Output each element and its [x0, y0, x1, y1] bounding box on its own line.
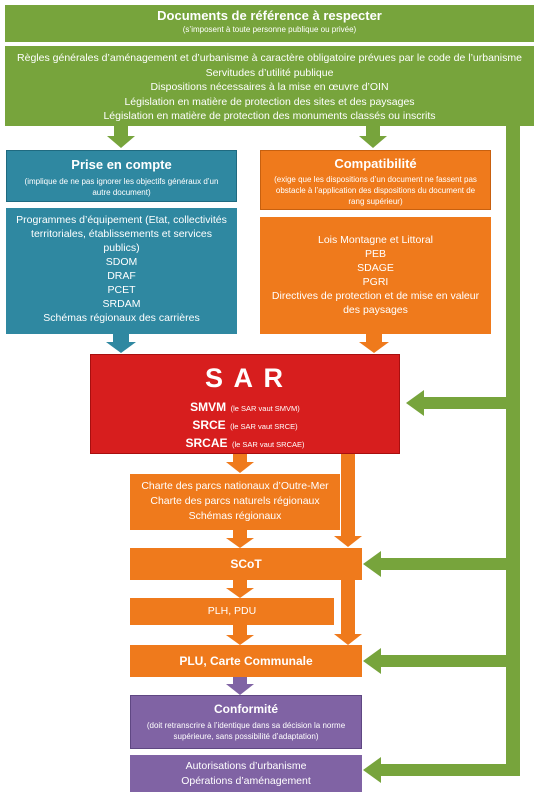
autorisation-item: Opérations d’aménagement — [181, 774, 311, 787]
purple-arrow — [226, 684, 254, 695]
prise-item: DRAF — [107, 270, 136, 282]
charter-item: Charte des parcs nationaux d’Outre-Mer — [141, 480, 329, 492]
sar-line-srcae: SRCAE (le SAR vaut SRCAE) — [91, 435, 399, 453]
blue-arrow — [106, 342, 136, 353]
sar-line-note: (le SAR vaut SRCE) — [230, 422, 298, 431]
green-right-connector — [506, 126, 520, 770]
orange-arrow-plu-right — [334, 634, 362, 645]
compat-item: SDAGE — [357, 262, 394, 274]
green-arrow-scot — [363, 551, 381, 577]
green-arrow-sar — [406, 390, 424, 416]
charter-item: Schémas régionaux — [188, 510, 282, 522]
general-rules-box: Règles générales d’aménagement et d’urba… — [5, 46, 534, 126]
compat-item: PGRI — [362, 276, 389, 288]
orange-right-column-2 — [341, 580, 355, 634]
reference-title: Documents de référence à respecter — [157, 8, 382, 23]
prise-en-compte-header: Prise en compte (implique de ne pas igno… — [6, 150, 237, 202]
green-arrow-right — [359, 136, 387, 148]
general-rule: Dispositions nécessaires à la mise en œu… — [150, 81, 389, 93]
general-rule: Législation en matière de protection des… — [124, 95, 415, 108]
green-stem-right — [366, 126, 380, 136]
compat-item: Lois Montagne et Littoral — [318, 234, 433, 246]
sar-line-note: (le SAR vaut SRCAE) — [231, 440, 305, 449]
prise-item: Programmes d’équipement (Etat, collectiv… — [16, 214, 227, 254]
reference-header: Documents de référence à respecter (s’im… — [5, 5, 534, 42]
plh-box: PLH, PDU — [130, 598, 334, 625]
green-branch-plu — [381, 655, 506, 667]
orange-stem-plu — [233, 625, 247, 635]
sar-line-name: SMVM — [190, 400, 227, 414]
conformite-box: Conformité (doit retranscrire à l’identi… — [130, 695, 362, 749]
orange-stem-plh — [233, 580, 247, 588]
sar-box: S A R SMVM (le SAR vaut SMVM) SRCE (le S… — [90, 354, 400, 454]
compatibilite-items: Lois Montagne et Littoral PEB SDAGE PGRI… — [260, 217, 491, 334]
purple-stem — [233, 677, 247, 684]
green-branch-autorisations — [381, 764, 520, 776]
plu-label: PLU, Carte Communale — [179, 654, 313, 668]
orange-arrow-sar — [359, 342, 389, 353]
general-rule: Règles générales d’aménagement et d’urba… — [17, 52, 522, 64]
conformite-title: Conformité — [214, 702, 278, 716]
orange-arrow-plh — [226, 588, 254, 598]
charters-box: Charte des parcs nationaux d’Outre-Mer C… — [130, 474, 340, 530]
sar-line-name: SRCE — [192, 418, 226, 432]
orange-arrow-charters — [226, 462, 254, 473]
sar-title: S A R — [204, 363, 285, 393]
autorisation-item: Autorisations d’urbanisme — [185, 760, 307, 772]
green-arrow-autorisations — [363, 757, 381, 783]
orange-stem-sar — [366, 334, 382, 342]
prise-en-compte-note: (implique de ne pas ignorer les objectif… — [24, 177, 219, 197]
compat-item: Directives de protection et de mise en v… — [271, 290, 480, 316]
compat-item: PEB — [364, 248, 386, 260]
sar-line-name: SRCAE — [185, 436, 228, 450]
prise-item: PCET — [107, 284, 136, 296]
green-branch-scot — [381, 558, 506, 570]
sar-line-note: (le SAR vaut SMVM) — [230, 404, 300, 413]
orange-arrow-scot-right — [334, 536, 362, 547]
green-arrow-plu — [363, 648, 381, 674]
scot-box: SCoT — [130, 548, 362, 580]
sar-line-smvm: SMVM (le SAR vaut SMVM) — [91, 399, 399, 417]
compatibilite-note: (exige que les dispositions d’un documen… — [274, 175, 477, 206]
autorisations-box: Autorisations d’urbanisme Opérations d’a… — [130, 755, 362, 792]
prise-item: Schémas régionaux des carrières — [43, 312, 200, 324]
prise-item: SRDAM — [102, 298, 141, 310]
orange-right-column-1 — [341, 454, 355, 536]
green-stem-left — [114, 126, 128, 136]
compatibilite-title: Compatibilité — [334, 156, 417, 171]
scot-label: SCoT — [230, 557, 262, 571]
compatibilite-header: Compatibilité (exige que les disposition… — [260, 150, 491, 210]
blue-stem — [113, 334, 129, 342]
plh-label: PLH, PDU — [207, 605, 257, 617]
orange-arrow-plu — [226, 635, 254, 645]
orange-stem-charters — [233, 454, 247, 462]
prise-en-compte-title: Prise en compte — [71, 157, 172, 172]
reference-subtitle: (s’imposent à toute personne publique ou… — [182, 25, 357, 34]
prise-en-compte-items: Programmes d’équipement (Etat, collectiv… — [6, 208, 237, 334]
plu-box: PLU, Carte Communale — [130, 645, 362, 677]
orange-arrow-scot — [226, 538, 254, 548]
conformite-note: (doit retranscrire à l’identique dans sa… — [146, 721, 346, 741]
prise-item: SDOM — [105, 256, 138, 268]
general-rule: Législation en matière de protection des… — [103, 110, 436, 122]
general-rule: Servitudes d’utilité publique — [205, 66, 334, 79]
green-arrow-left — [107, 136, 135, 148]
orange-stem-scot — [233, 530, 247, 538]
charter-item: Charte des parcs naturels régionaux — [150, 495, 320, 507]
sar-line-srce: SRCE (le SAR vaut SRCE) — [91, 417, 399, 435]
green-branch-sar — [424, 397, 506, 409]
